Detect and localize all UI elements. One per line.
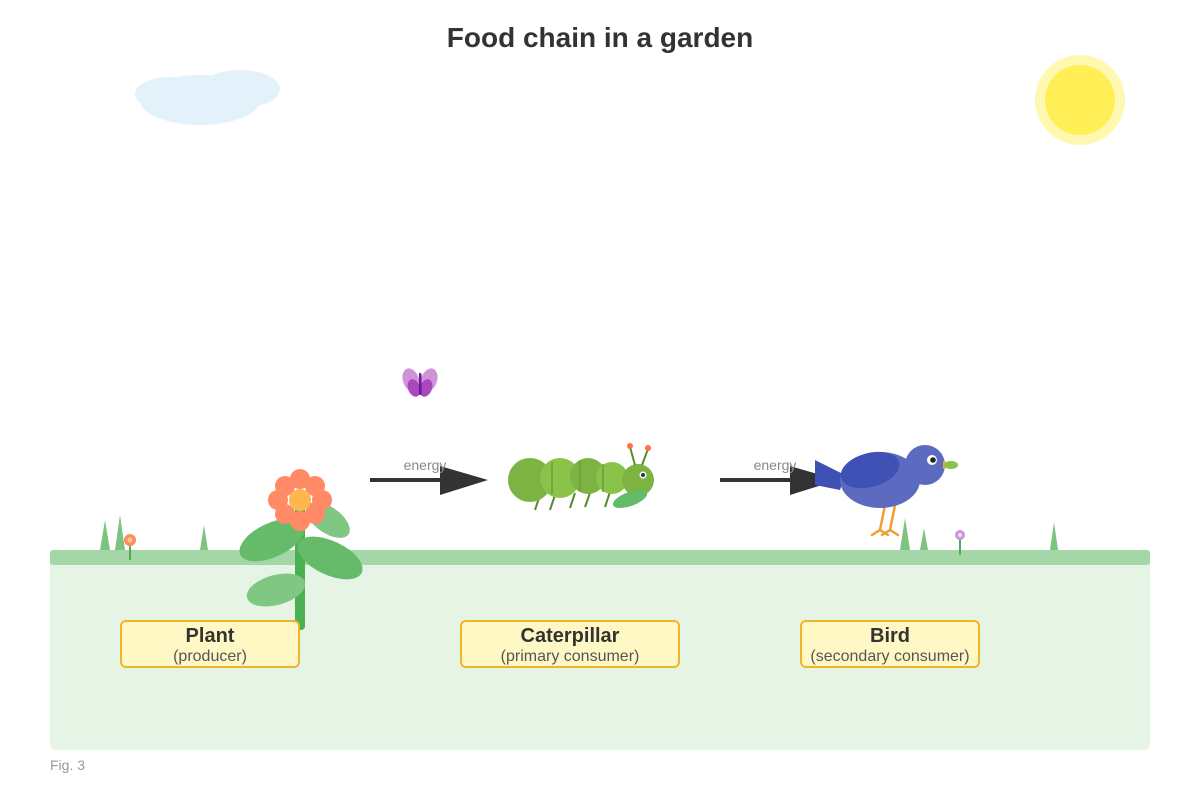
small-flower-icon (124, 534, 136, 560)
energy-arrow (370, 466, 488, 495)
flower-icon (239, 469, 363, 630)
organism-name: Plant (185, 625, 235, 647)
butterfly-icon (402, 368, 438, 397)
arrow-label: energy (754, 457, 797, 473)
label-caterpillar: Caterpillar (primary consumer) (460, 620, 680, 668)
organism-role: (primary consumer) (500, 648, 640, 665)
grass-icon (100, 515, 1058, 550)
organism-name: Bird (870, 625, 910, 647)
bird-icon (815, 445, 958, 537)
diagram-title: Food chain in a garden (446, 22, 754, 53)
small-flower-icon (955, 530, 965, 555)
grass-strip (50, 550, 1150, 565)
arrow-label: energy (404, 457, 447, 473)
organism-name: Caterpillar (520, 625, 620, 647)
sun-icon (1035, 55, 1125, 145)
cloud-icon (135, 70, 280, 125)
figure-caption: Fig. 3 (50, 757, 86, 773)
label-bird: Bird (secondary consumer) (800, 620, 980, 668)
organism-role: (producer) (173, 648, 247, 665)
label-plant: Plant (producer) (120, 620, 300, 668)
energy-arrow (720, 466, 838, 495)
organism-role: (secondary consumer) (810, 648, 970, 665)
caterpillar-icon (508, 443, 654, 511)
